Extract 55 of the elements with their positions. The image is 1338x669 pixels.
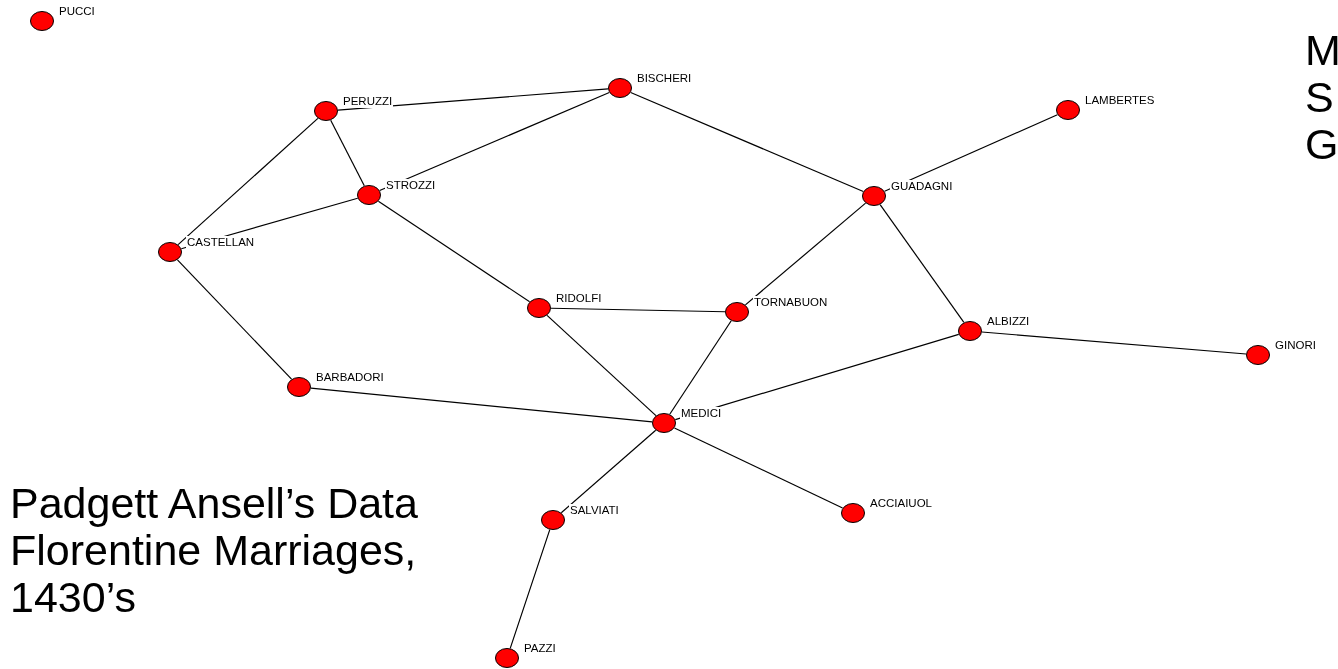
network-node-circle	[725, 302, 749, 322]
network-node-circle	[958, 321, 982, 341]
connector-line	[550, 307, 726, 313]
connector-line	[630, 91, 864, 193]
network-node-circle	[287, 377, 311, 397]
connector-line	[673, 427, 844, 509]
network-node-circle	[608, 78, 632, 98]
connector-line	[177, 117, 319, 246]
connector-line	[879, 204, 965, 323]
node-label: BARBADORI	[315, 371, 385, 384]
connector-line	[310, 387, 653, 423]
network-node-circle	[1246, 345, 1270, 365]
cut-off-text: G	[1305, 121, 1338, 168]
cut-off-text: M	[1305, 27, 1338, 74]
node-label: GUADAGNI	[890, 180, 954, 193]
node-label: SALVIATI	[569, 504, 620, 517]
caption-text: Florentine Marriages, 1430’s	[10, 527, 418, 621]
node-label: ACCIAIUOL	[869, 497, 933, 510]
connector-line	[330, 119, 365, 187]
network-node-circle	[541, 510, 565, 530]
connector-line	[560, 429, 657, 514]
node-label: BISCHERI	[636, 72, 693, 85]
network-node-circle	[158, 242, 182, 262]
connector-line	[981, 331, 1247, 355]
connector-line	[176, 259, 293, 380]
network-node-circle	[841, 503, 865, 523]
caption-text: Padgett Ansell’s Data	[10, 480, 418, 527]
node-label: LAMBERTES	[1084, 94, 1156, 107]
node-label: MEDICI	[680, 407, 723, 420]
connector-line	[379, 91, 610, 192]
node-label: TORNABUON	[753, 296, 829, 309]
connector-line	[669, 320, 732, 415]
connector-line	[509, 529, 551, 649]
node-label: PERUZZI	[342, 95, 394, 108]
connector-line	[377, 200, 531, 303]
node-label: PAZZI	[523, 642, 557, 655]
network-node-circle	[357, 185, 381, 205]
network-node-circle	[495, 648, 519, 668]
network-node-circle	[527, 298, 551, 318]
network-node-circle	[862, 186, 886, 206]
node-label: RIDOLFI	[555, 292, 603, 305]
network-node-circle	[1056, 100, 1080, 120]
connector-line	[884, 114, 1058, 192]
cut-off-text: S	[1305, 74, 1334, 121]
network-node-circle	[30, 11, 54, 31]
node-label: PUCCI	[58, 5, 96, 18]
connector-line	[744, 202, 867, 306]
connector-line	[337, 88, 609, 111]
connector-line	[546, 314, 657, 417]
node-label: GINORI	[1274, 339, 1317, 352]
node-label: ALBIZZI	[986, 315, 1031, 328]
node-label: CASTELLAN	[186, 236, 256, 249]
node-label: STROZZI	[385, 179, 437, 192]
network-node-circle	[652, 413, 676, 433]
network-node-circle	[314, 101, 338, 121]
